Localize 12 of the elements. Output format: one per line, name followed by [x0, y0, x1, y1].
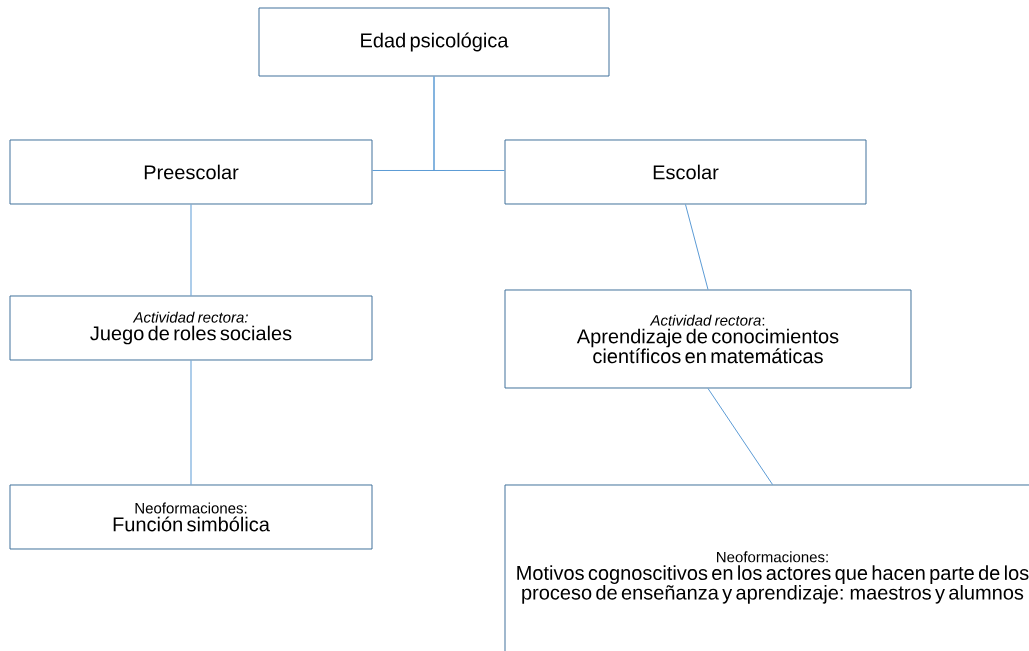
connector-line: [433, 76, 505, 171]
text-box: Escolar: [504, 139, 867, 205]
text-box: Preescolar: [9, 139, 373, 205]
connector-line: [190, 204, 192, 296]
connector-line: [685, 204, 709, 290]
text-box: Edad psicológica: [258, 7, 610, 77]
text-box: Neoformaciones: Función simbólica: [9, 484, 373, 550]
text-box: Actividad rectora: Aprendizaje de conocimientos científicos en matemáticas: [504, 289, 912, 389]
connector-line: [190, 360, 192, 485]
connector-line: [707, 388, 773, 485]
text-box: Neoformaciones: Motivos cognoscitivos en los actores que hacen parte de los proceso de enseñanza y aprendizaje: maestros y alumnos: [504, 484, 1029, 651]
text-box: Actividad rectora: Juego de roles sociales: [9, 295, 373, 361]
